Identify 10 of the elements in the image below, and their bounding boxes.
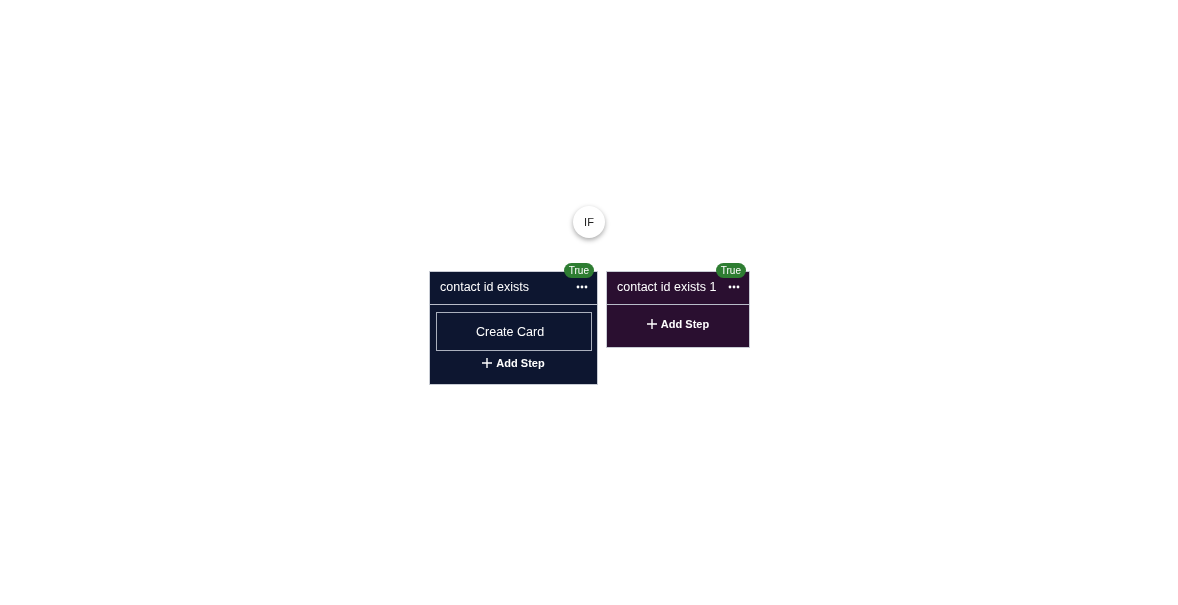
- step-box: [436, 312, 592, 351]
- add-step-link: Add Step: [496, 357, 545, 369]
- add-step-link: Add Step: [660, 318, 710, 330]
- status-badge: True: [563, 263, 594, 278]
- condition-circle: [573, 206, 605, 238]
- condition-label: IF: [584, 216, 594, 228]
- branch-title: contact id exists 1: [617, 280, 717, 294]
- branch-title: contact id exists: [440, 280, 529, 294]
- step-title: Create Card: [476, 324, 545, 339]
- status-badge: True: [715, 263, 746, 278]
